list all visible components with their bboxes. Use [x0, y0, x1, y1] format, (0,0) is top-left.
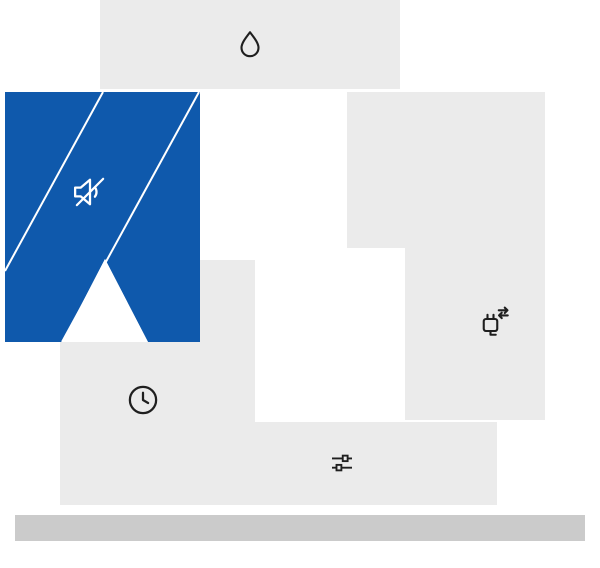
- tile-bottom-center: [200, 422, 497, 505]
- water-drop-icon[interactable]: [233, 27, 267, 63]
- volume-mute-icon[interactable]: [69, 171, 111, 213]
- footer-bar: [15, 515, 585, 541]
- tile-top: [100, 0, 400, 89]
- sliders-icon[interactable]: [327, 448, 357, 478]
- clock-icon[interactable]: [125, 382, 161, 418]
- blue-ribbon-banner: [5, 92, 200, 342]
- ribbon-shape: [5, 92, 200, 342]
- tile-right: [405, 92, 545, 420]
- plug-swap-icon[interactable]: [477, 304, 513, 340]
